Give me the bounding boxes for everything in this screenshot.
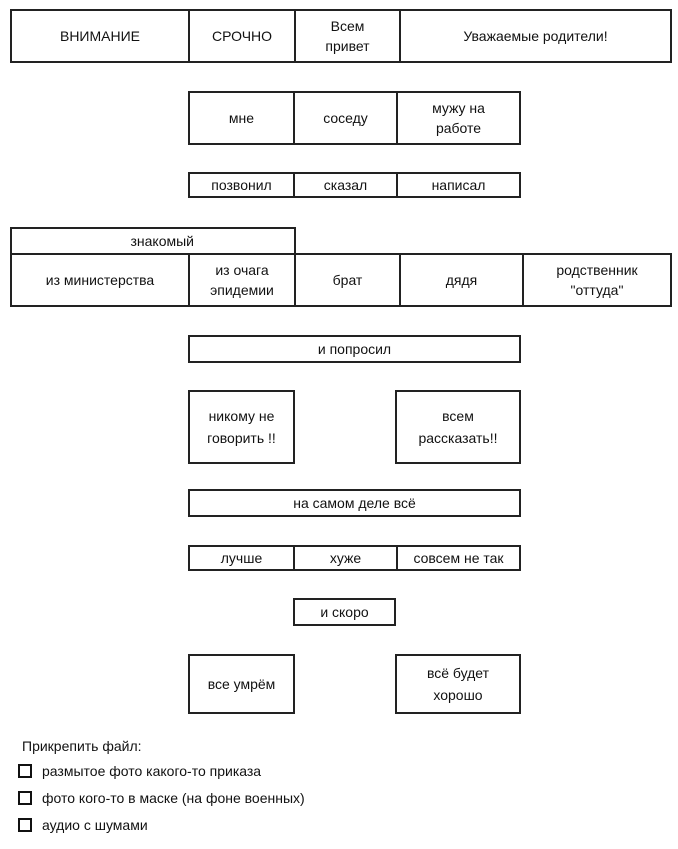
attach-option-label: аудио с шумами	[42, 817, 148, 833]
attach-file-label: Прикрепить файл:	[22, 738, 142, 754]
option-said[interactable]: сказал	[293, 172, 398, 198]
option-uncle[interactable]: дядя	[399, 253, 524, 307]
greeting-row: ВНИМАНИЕ СРОЧНО Всем привет Уважаемые ро…	[10, 9, 672, 63]
action-row: позвонил сказал написал	[188, 172, 521, 198]
acquaintance-label: знакомый	[10, 227, 296, 255]
option-worse[interactable]: хуже	[293, 545, 398, 571]
option-neighbor[interactable]: соседу	[293, 91, 398, 145]
checkbox[interactable]	[18, 764, 32, 778]
option-me[interactable]: мне	[188, 91, 295, 145]
option-from-ministry[interactable]: из министерства	[10, 253, 190, 307]
option-and-soon[interactable]: и скоро	[293, 598, 396, 626]
option-attention[interactable]: ВНИМАНИЕ	[10, 9, 190, 63]
option-tell-everyone[interactable]: всем рассказать!!	[395, 390, 521, 464]
outcome-row: лучше хуже совсем не так	[188, 545, 521, 571]
option-called[interactable]: позвонил	[188, 172, 295, 198]
option-tell-no-one[interactable]: никому не говорить !!	[188, 390, 295, 464]
option-and-asked[interactable]: и попросил	[188, 335, 521, 363]
option-we-will-die[interactable]: все умрём	[188, 654, 295, 714]
recipient-row: мне соседу мужу на работе	[188, 91, 521, 145]
option-brother[interactable]: брат	[294, 253, 401, 307]
option-urgent[interactable]: СРОЧНО	[188, 9, 296, 63]
option-husband-at-work[interactable]: мужу на работе	[396, 91, 521, 145]
attach-option-blurred-order[interactable]: размытое фото какого-то приказа	[18, 763, 261, 779]
attach-option-masked-photo[interactable]: фото кого-то в маске (на фоне военных)	[18, 790, 305, 806]
checkbox[interactable]	[18, 791, 32, 805]
attach-option-label: фото кого-то в маске (на фоне военных)	[42, 790, 305, 806]
option-dear-parents[interactable]: Уважаемые родители!	[399, 9, 672, 63]
checkbox[interactable]	[18, 818, 32, 832]
source-row: из министерства из очага эпидемии брат д…	[10, 253, 672, 307]
option-wrote[interactable]: написал	[396, 172, 521, 198]
attach-option-noisy-audio[interactable]: аудио с шумами	[18, 817, 148, 833]
option-from-epicenter[interactable]: из очага эпидемии	[188, 253, 296, 307]
option-relative-from-there[interactable]: родственник "оттуда"	[522, 253, 672, 307]
attach-option-label: размытое фото какого-то приказа	[42, 763, 262, 779]
option-all-will-be-fine[interactable]: всё будет хорошо	[395, 654, 521, 714]
option-better[interactable]: лучше	[188, 545, 295, 571]
option-hello-all[interactable]: Всем привет	[294, 9, 401, 63]
option-actually-everything[interactable]: на самом деле всё	[188, 489, 521, 517]
option-not-like-that[interactable]: совсем не так	[396, 545, 521, 571]
